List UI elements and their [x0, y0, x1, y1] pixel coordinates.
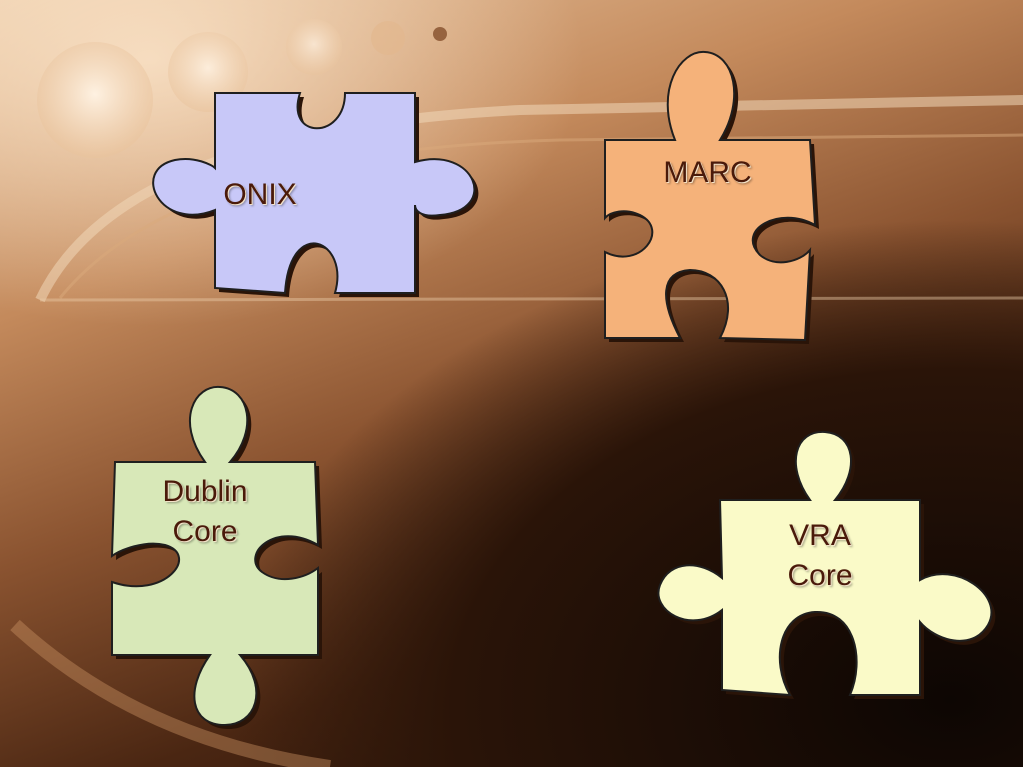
dublin-core-piece-shape	[110, 385, 320, 727]
deco-circle-large	[37, 42, 153, 158]
onix-piece-shape	[152, 92, 476, 295]
deco-circle-dot	[433, 27, 447, 41]
dublin-core-label: Dublin Core	[162, 475, 248, 548]
vra-core-piece-shape	[657, 430, 993, 697]
deco-line	[39, 296, 1023, 302]
onix-label: ONIX	[223, 178, 297, 211]
marc-label: MARC	[663, 156, 752, 189]
marc-piece-shape	[604, 50, 817, 342]
deco-arc-bottom	[10, 619, 331, 767]
deco-circle-smaller	[371, 21, 405, 55]
deco-circle-small	[286, 19, 342, 75]
vra-core-label: VRA Core	[787, 519, 853, 592]
